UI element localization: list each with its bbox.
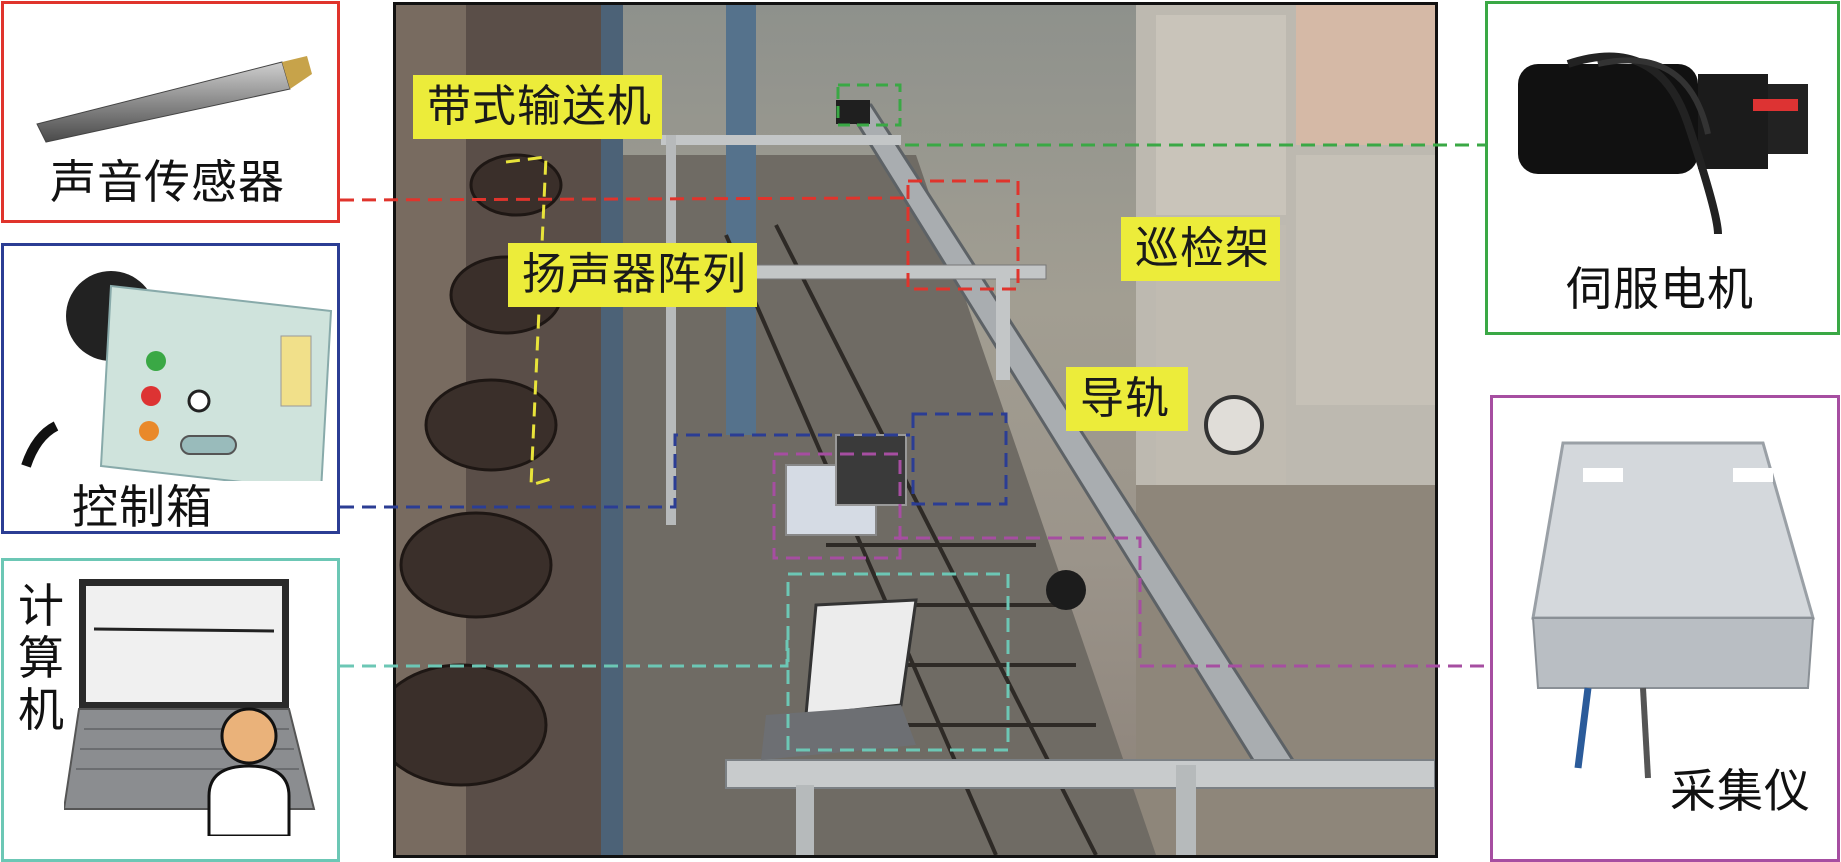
- guide-rail-label: 导轨: [1066, 367, 1188, 431]
- control-box-label: 控制箱: [72, 480, 213, 534]
- sound-sensor-panel: 声音传感器: [1, 1, 340, 223]
- photo-servo-motor: [836, 100, 870, 124]
- speaker-array-line: [505, 155, 552, 488]
- computer-label-3: 机: [18, 683, 65, 737]
- computer-label-1: 计: [18, 579, 65, 633]
- sound-sensor-icon: [36, 56, 312, 143]
- control-box-icon: [21, 271, 333, 481]
- servo-motor-panel: 伺服电机: [1485, 1, 1840, 335]
- sound-sensor-box: [906, 179, 1020, 291]
- collector-panel: 采集仪: [1490, 395, 1840, 862]
- person-icon: [207, 707, 291, 836]
- collector-box: [772, 452, 902, 560]
- speaker-array-label: 扬声器阵列: [508, 243, 757, 307]
- servo-motor-icon: [1518, 52, 1808, 234]
- belt-conveyor-label: 带式输送机: [413, 75, 662, 139]
- collector-icon: [1531, 441, 1815, 779]
- sound-sensor-label: 声音传感器: [50, 155, 285, 209]
- servo-motor-box: [836, 83, 902, 127]
- photo-control-box: [835, 434, 907, 506]
- control-box-panel: 控制箱: [1, 243, 340, 534]
- collector-label: 采集仪: [1670, 764, 1811, 818]
- servo-motor-label: 伺服电机: [1566, 262, 1754, 316]
- photo-scene: [396, 5, 1435, 855]
- computer-label-2: 算: [18, 631, 65, 685]
- computer-panel: 计 算 机: [1, 558, 340, 862]
- inspection-frame-label: 巡检架: [1121, 217, 1280, 281]
- control-box-box: [911, 412, 1008, 506]
